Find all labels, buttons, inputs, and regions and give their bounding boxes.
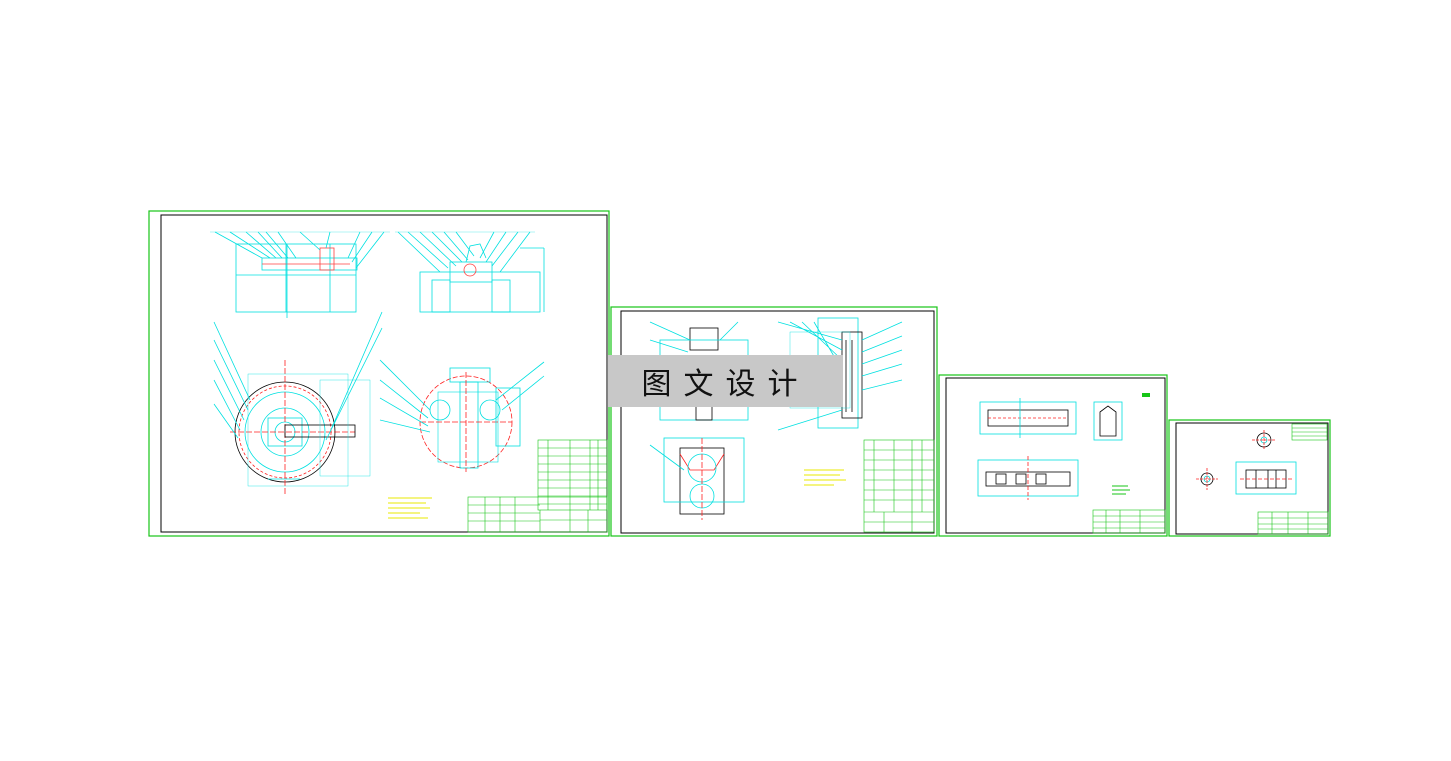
sheet4-top-circle xyxy=(1252,430,1276,450)
sheet3-bottom-view xyxy=(977,456,1079,500)
circular-plan-view xyxy=(213,311,383,495)
top-right-view xyxy=(395,231,545,313)
sheet2-technical-notes xyxy=(804,469,846,486)
title-block-1 xyxy=(467,439,608,533)
sheet3-notes xyxy=(1112,393,1150,495)
sheet3-top-view xyxy=(979,398,1077,438)
sheet4-left-circle xyxy=(1196,468,1218,490)
title-block-3 xyxy=(1092,509,1166,534)
title-block-2 xyxy=(863,439,935,533)
circular-section-view xyxy=(379,359,545,472)
drawing-sheet-3 xyxy=(938,374,1168,537)
title-block-4 xyxy=(1257,423,1329,535)
watermark-label: 图文设计 xyxy=(608,355,843,407)
sheet3-side-view xyxy=(1093,401,1123,441)
technical-notes xyxy=(388,497,432,519)
top-left-view xyxy=(210,231,390,318)
drawing-sheet-1 xyxy=(148,210,610,537)
drawing-sheet-4 xyxy=(1168,419,1331,537)
drawing-sheet-2 xyxy=(610,306,938,537)
sheet2-bottom-view xyxy=(649,437,745,520)
sheet4-shaft-view xyxy=(1235,461,1297,495)
